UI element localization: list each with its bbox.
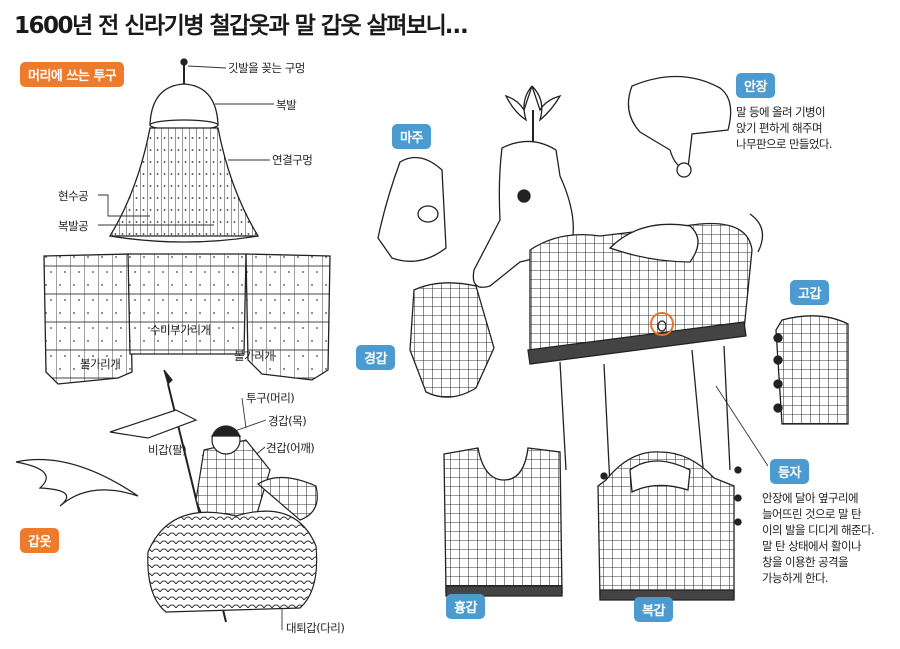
stirrup-desc-line: 늘어뜨린 것으로 말 탄 (762, 507, 862, 521)
armor-neck-label: 경갑(목) (268, 414, 307, 428)
stirrup-desc-line: 안장에 달아 옆구리에 (762, 491, 859, 505)
cavalry-drawing (15, 369, 318, 623)
stirrup-desc-line: 말 탄 상태에서 활이나 (762, 539, 862, 553)
hyeonsu-label: 현수공 (58, 189, 89, 203)
saddle-desc-line: 나무판으로 만들었다. (736, 137, 833, 151)
page-title: 1600년 전 신라기병 철갑옷과 말 갑옷 살펴보니… (14, 13, 468, 39)
hyunggap-badge: 흉갑 (446, 594, 485, 619)
helmet-drawing (43, 58, 331, 385)
armor-shoulder-label: 견갑(어깨) (266, 441, 315, 455)
gyeonggap-badge: 경갑 (356, 345, 395, 370)
armor-helmet-label: 투구(머리) (246, 391, 295, 405)
armor-arm-label: 비갑(팔) (148, 443, 187, 457)
armor-badge: 갑옷 (20, 528, 59, 553)
gogap-badge: 고갑 (790, 280, 829, 305)
leader-lines (98, 65, 769, 630)
helmet-badge: 머리에 쓰는 투구 (20, 62, 125, 87)
cheek-right-label: 볼가리개 (234, 349, 275, 363)
plume-hole-label: 깃발을 꽂는 구멍 (228, 61, 305, 75)
saddle-desc-line: 앉기 편하게 해주며 (736, 121, 823, 135)
stirrup-badge: 등자 (770, 459, 809, 484)
machu-badge: 마주 (392, 124, 431, 149)
stirrup-desc-line: 창을 이용한 공격을 (762, 555, 849, 569)
saddle-description: 말 등에 올려 기병이 앉기 편하게 해주며 나무판으로 만들었다. (736, 104, 833, 152)
cheek-left-label: 볼가리개 (80, 357, 121, 371)
saddle-desc-line: 말 등에 올려 기병이 (736, 105, 826, 119)
horse-drawing (472, 85, 764, 487)
bokbal-hole-label: 복발공 (58, 219, 89, 233)
bowl-label: 복발 (276, 98, 297, 112)
bokgap-badge: 복갑 (634, 597, 673, 622)
saddle-badge: 안장 (736, 73, 775, 98)
armor-thigh-label: 대퇴갑(다리) (286, 621, 345, 635)
horse-parts-drawing (377, 75, 849, 601)
stirrup-desc-line: 이의 발을 디디게 해준다. (762, 523, 875, 537)
stirrup-desc-line: 가능하게 한다. (762, 571, 829, 585)
connect-hole-label: 연결구멍 (272, 153, 313, 167)
stirrup-description: 안장에 달아 옆구리에 늘어뜨린 것으로 말 탄 이의 발을 디디게 해준다. … (762, 490, 875, 586)
sumi-label: 수미부가리개 (150, 323, 211, 337)
